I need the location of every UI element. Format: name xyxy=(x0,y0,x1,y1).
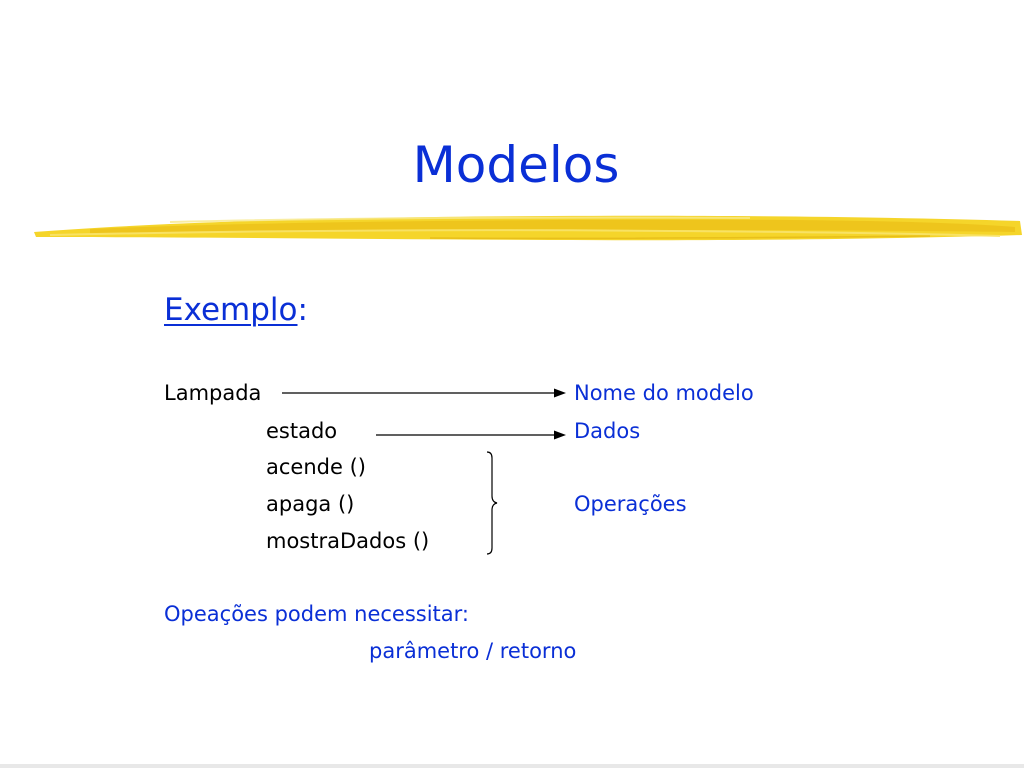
operation-acende: acende () xyxy=(266,455,366,479)
note-line-2: parâmetro / retorno xyxy=(369,639,577,663)
arrow-to-model-name xyxy=(282,388,566,398)
operation-mostradados: mostraDados () xyxy=(266,529,430,553)
annotation-model-name: Nome do modelo xyxy=(574,381,754,405)
annotation-data: Dados xyxy=(574,419,641,443)
example-heading-label: Exemplo xyxy=(164,292,298,328)
example-heading-colon: : xyxy=(297,292,308,328)
operation-apaga: apaga () xyxy=(266,492,355,516)
bottom-divider xyxy=(0,764,1024,768)
slide-title: Modelos xyxy=(412,136,620,194)
example-heading: Exemplo: xyxy=(164,290,308,330)
operations-brace xyxy=(486,451,498,555)
annotation-operations: Operações xyxy=(574,492,687,516)
arrow-to-data xyxy=(376,430,566,440)
highlighter-stroke xyxy=(34,215,1022,241)
class-name: Lampada xyxy=(164,381,262,405)
note-line-1: Opeações podem necessitar: xyxy=(164,602,469,626)
attribute-estado: estado xyxy=(266,419,338,443)
